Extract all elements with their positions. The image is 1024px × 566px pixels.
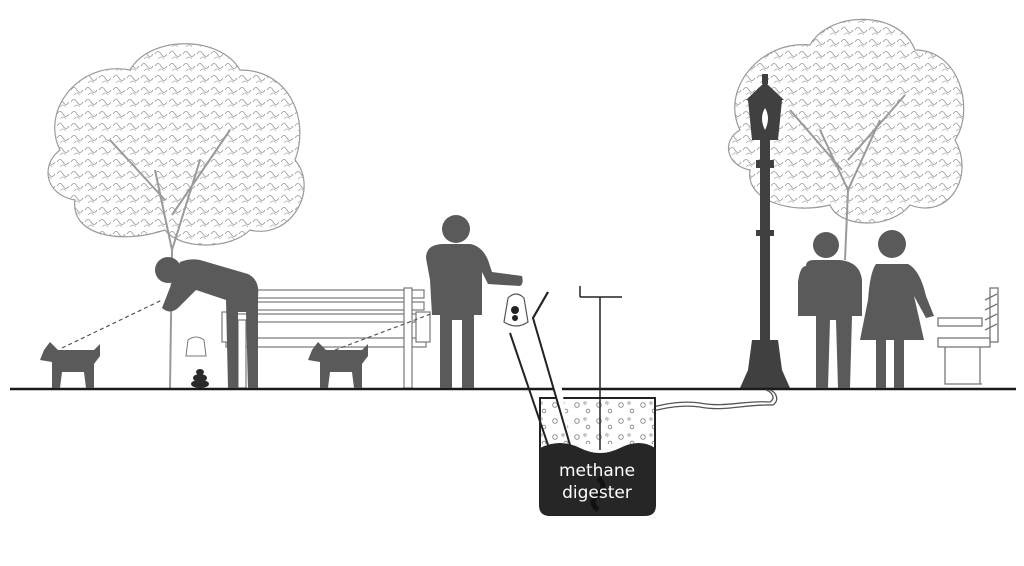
side-bench [937,287,999,385]
dog-left [40,342,100,388]
gas-pipe [639,389,774,411]
leash-middle [334,311,437,351]
waste-bag [503,293,529,327]
digester-label-line2: digester [562,483,632,503]
gas-street-lamp [740,74,790,388]
control-sign [579,286,622,450]
couple [798,230,934,388]
person-dropping-bag [426,215,523,388]
tree-left [47,43,305,389]
methane-digester-tank: methane digester [539,397,656,516]
person-bending-picking-up [155,257,259,388]
dog-middle [308,342,368,388]
leash-left [61,299,163,349]
feed-chute [509,291,571,446]
digester-label-line1: methane [559,461,635,481]
waste-bag-small [185,336,207,357]
dog-waste-pile [191,369,209,388]
